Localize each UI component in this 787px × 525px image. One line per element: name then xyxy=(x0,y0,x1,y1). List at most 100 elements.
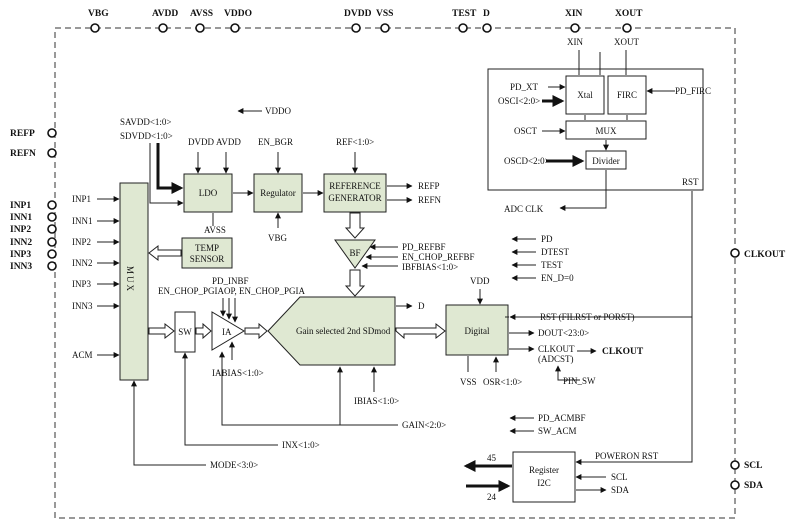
label-sdvdd: SDVDD<1:0> xyxy=(120,131,173,141)
label-acm: ACM xyxy=(72,350,93,360)
pin-label-avdd: AVDD xyxy=(152,9,178,19)
pin-refn xyxy=(47,148,57,158)
pin-label-avss: AVSS xyxy=(190,9,213,19)
pin-label-inp3: INP3 xyxy=(10,250,31,260)
input-mux-block xyxy=(119,182,149,381)
reference-generator-block xyxy=(323,173,387,213)
right-pins: CLKOUT SCL SDA xyxy=(730,248,786,491)
label-bus-24: 24 xyxy=(487,492,497,502)
label-osci: OSCI<2:0> xyxy=(498,96,540,106)
pin-vddo xyxy=(230,23,240,33)
pin-label-vddo: VDDO xyxy=(224,9,252,19)
pin-label-refn: REFN xyxy=(10,149,36,159)
label-adc-clk: ADC CLK xyxy=(504,204,544,214)
label-dtest: DTEST xyxy=(541,247,570,257)
chip-boundary xyxy=(54,27,736,519)
label-bus-45: 45 xyxy=(487,453,497,463)
digital-label: Digital xyxy=(465,326,490,336)
label-savdd: SAVDD<1:0> xyxy=(120,117,172,127)
label-en-bgr: EN_BGR xyxy=(258,137,293,147)
label-ibfbias: IBFBIAS<1:0> xyxy=(402,262,458,272)
label-ldo-avdd: AVDD xyxy=(216,137,241,147)
label-vbg-internal: VBG xyxy=(268,233,288,243)
temp-to-mux-arrow xyxy=(148,244,182,262)
wire-pin-sw xyxy=(555,365,580,381)
sw-block xyxy=(174,311,196,353)
label-rst: RST xyxy=(682,177,699,187)
pin-label-vbg: VBG xyxy=(88,9,109,19)
wire-rst xyxy=(620,191,693,463)
pin-label-refp: REFP xyxy=(10,129,35,139)
xtal-block xyxy=(565,75,605,115)
pin-inp3 xyxy=(47,249,57,259)
label-clkout-2: (ADCST) xyxy=(538,354,574,364)
temp-label-1: TEMP xyxy=(195,243,219,253)
pin-xin xyxy=(570,23,580,33)
xtal-label: Xtal xyxy=(577,90,593,100)
label-osct: OSCT xyxy=(514,126,538,136)
mux-to-sw-arrow xyxy=(148,322,175,340)
label-test: TEST xyxy=(541,260,563,270)
pin-label-xout: XOUT xyxy=(615,9,643,19)
temp-label-2: SENSOR xyxy=(190,254,225,264)
label-ldo-avss: AVSS xyxy=(204,225,226,235)
label-inn2: INN2 xyxy=(72,258,93,268)
sw-label: SW xyxy=(178,327,192,337)
input-mux-text: MUX xyxy=(125,266,135,293)
pin-label-inp2: INP2 xyxy=(10,225,31,235)
label-pd-inbf: PD_INBF xyxy=(212,276,249,286)
pin-label-d: D xyxy=(483,9,490,19)
reference-label-1: REFERENCE xyxy=(329,181,381,191)
digital-block xyxy=(445,304,509,356)
wire-inx xyxy=(182,352,278,446)
label-inp3: INP3 xyxy=(72,279,92,289)
pin-label-inn1: INN1 xyxy=(10,213,32,223)
label-pin-sw: PIN_SW xyxy=(563,376,596,386)
ia-block xyxy=(211,311,245,351)
ia-to-sdmod-arrow xyxy=(244,322,268,340)
pin-vbg xyxy=(90,23,100,33)
label-dout: DOUT<23:0> xyxy=(538,328,589,338)
pin-inp1 xyxy=(47,200,57,210)
pin-label-inp1: INP1 xyxy=(10,201,31,211)
label-xin-internal: XIN xyxy=(567,37,583,47)
ldo-label: LDO xyxy=(199,188,218,198)
ref-to-bf-arrow xyxy=(344,212,366,239)
pin-label-inn2: INN2 xyxy=(10,238,32,248)
label-pd-firc: PD_FIRC xyxy=(675,86,711,96)
register-block xyxy=(512,451,576,503)
label-mode: MODE<3:0> xyxy=(210,460,258,470)
label-refn: REFN xyxy=(418,195,442,205)
top-pins: VBG AVDD AVSS VDDO DVDD VSS TEST D XIN X… xyxy=(88,9,643,33)
pin-label-sda: SDA xyxy=(744,481,763,491)
label-refp: REFP xyxy=(418,181,440,191)
sdmod-label: Gain selected 2nd SDmod xyxy=(296,326,391,336)
pin-avss xyxy=(195,23,205,33)
pin-avdd xyxy=(158,23,168,33)
bf-block xyxy=(334,239,376,269)
bf-to-sdmod-arrow xyxy=(344,269,366,297)
divider-label: Divider xyxy=(592,156,620,166)
divider-block xyxy=(585,150,627,170)
pin-d xyxy=(482,23,492,33)
label-sw-acm: SW_ACM xyxy=(538,426,577,436)
pin-label-test: TEST xyxy=(452,9,477,19)
label-rst-filrst: RST (FILRST or PORST) xyxy=(540,312,634,322)
pin-label-vss: VSS xyxy=(376,9,393,19)
pin-label-inn3: INN3 xyxy=(10,262,32,272)
pin-dvdd xyxy=(351,23,361,33)
label-iabias: IABIAS<1:0> xyxy=(212,368,264,378)
bus-sdvdd xyxy=(156,143,184,194)
label-inn1: INN1 xyxy=(72,216,93,226)
sdmod-block xyxy=(267,296,396,366)
wire-adc-clk xyxy=(559,170,607,211)
pin-label-scl: SCL xyxy=(744,461,762,471)
pin-xout xyxy=(622,23,632,33)
regulator-label: Regulator xyxy=(260,188,296,198)
firc-label: FIRC xyxy=(617,90,637,100)
pin-vss xyxy=(380,23,390,33)
label-xout-internal: XOUT xyxy=(614,37,639,47)
label-pd-acmbf: PD_ACMBF xyxy=(538,413,586,423)
pin-label-clkout: CLKOUT xyxy=(744,250,786,260)
mux-inputs: INP1 INN1 INP2 INN2 INP3 INN3 ACM xyxy=(72,194,120,360)
